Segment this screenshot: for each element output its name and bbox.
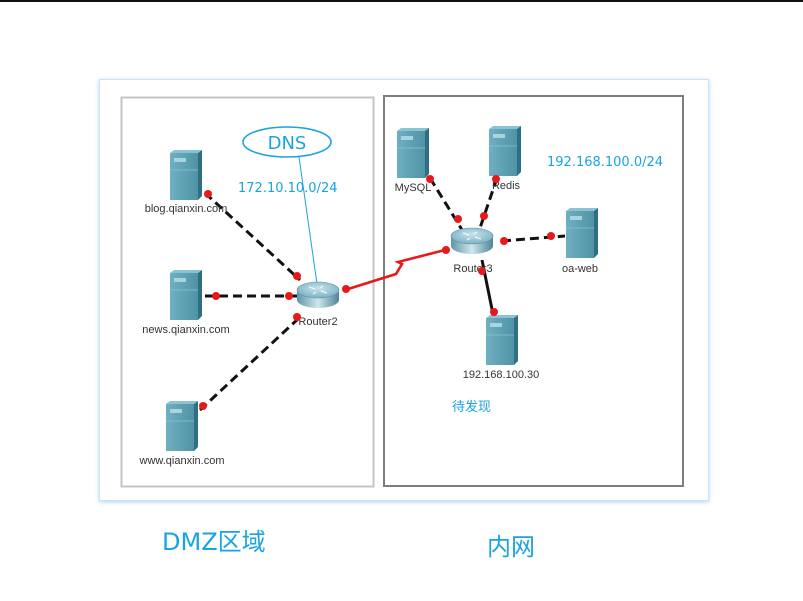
dns-ellipse: [242, 126, 332, 158]
dns-pointer-line: [298, 156, 318, 285]
server-mysql-label: MySQL: [395, 182, 432, 194]
router3-icon[interactable]: [450, 227, 494, 255]
server-www-icon[interactable]: [165, 400, 199, 452]
link-router2-router3-serial: [344, 247, 450, 292]
server-host30-icon[interactable]: [485, 314, 519, 366]
server-news-icon[interactable]: [169, 269, 203, 321]
link-www-router2: [198, 316, 301, 412]
server-redis-icon[interactable]: [488, 125, 522, 177]
port-dot: [212, 292, 220, 300]
server-blog-icon[interactable]: [169, 149, 203, 201]
server-oaweb-icon[interactable]: [565, 207, 599, 259]
server-redis-label: Redis: [492, 180, 521, 192]
server-blog-label: blog.qianxin.com: [145, 203, 228, 215]
router3-label: Router3: [453, 263, 492, 275]
port-dot: [547, 232, 555, 240]
port-dot: [442, 246, 450, 254]
port-dot: [490, 308, 498, 316]
port-dot: [492, 175, 500, 183]
link-blog-router2: [203, 191, 302, 282]
internal-subnet-label: 192.168.100.0/24: [547, 155, 663, 170]
port-dot: [293, 313, 301, 321]
dns-label: DNS: [268, 133, 307, 154]
port-dot: [199, 402, 207, 410]
port-dot: [478, 267, 486, 275]
port-dot: [500, 237, 508, 245]
server-www-label: www.qianxin.com: [139, 455, 225, 467]
router2-icon[interactable]: [296, 281, 340, 309]
port-dot: [480, 212, 488, 220]
port-dot: [426, 175, 434, 183]
server-news-label: news.qianxin.com: [142, 324, 229, 336]
server-oaweb-label: oa-web: [562, 263, 598, 275]
server-host30-label: 192.168.100.30: [463, 369, 539, 381]
pending-discovery-label: 待发现: [452, 399, 491, 415]
port-dot: [204, 190, 212, 198]
port-dot: [342, 285, 350, 293]
dmz-zone-label: DMZ区域: [162, 528, 266, 556]
internal-zone-label: 内网: [487, 533, 535, 561]
port-dot: [454, 215, 462, 223]
port-dot: [285, 292, 293, 300]
dmz-subnet-label: 172.10.10.0/24: [238, 181, 338, 196]
internal-zone-box: [383, 95, 684, 487]
link-mysql-router3: [428, 177, 466, 234]
server-mysql-icon[interactable]: [396, 127, 430, 179]
router2-label: Router2: [298, 316, 337, 328]
top-border: [0, 0, 803, 2]
port-indicators: [199, 175, 555, 410]
dmz-zone-box: [120, 96, 375, 488]
port-dot: [293, 272, 301, 280]
link-oaweb-router3: [501, 234, 566, 243]
